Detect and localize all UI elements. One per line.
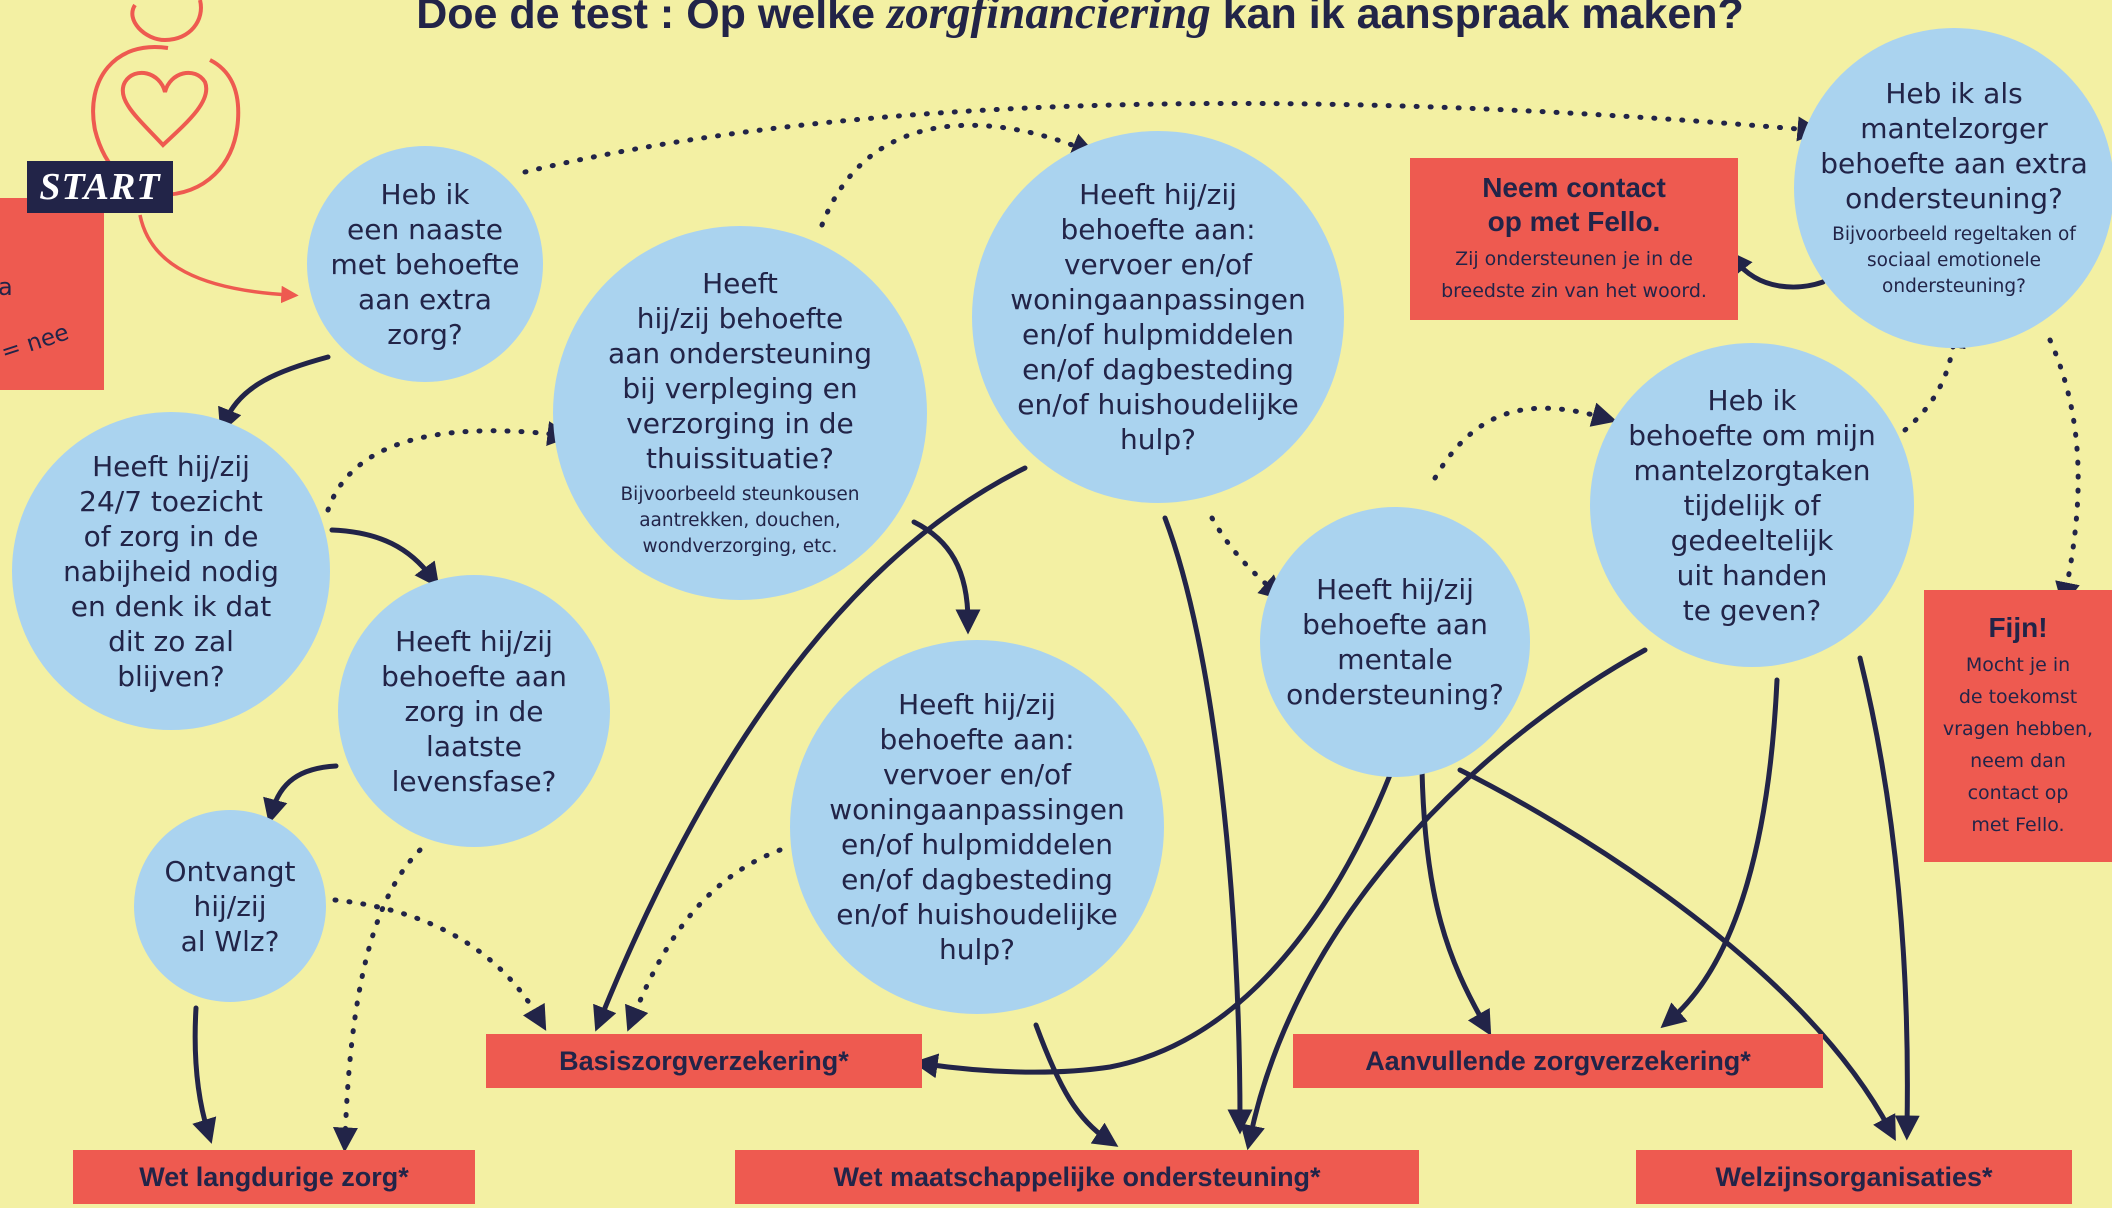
question-mentale-ondersteuning: Heeft hij/zij behoefte aan mentale onder… xyxy=(1260,507,1530,777)
question-verpleging-verzorging: Heeft hij/zij behoefte aan ondersteuning… xyxy=(553,226,927,600)
legend-dotted-label: = nee xyxy=(0,319,73,366)
contact-body: Zij ondersteunen je in de breedste zin v… xyxy=(1441,248,1707,302)
legend-box: a = nee xyxy=(0,198,104,390)
contact-title: Neem contact op met Fello. xyxy=(1482,172,1666,237)
question-text: Heeft hij/zij behoefte aan mentale onder… xyxy=(1286,573,1504,711)
question-vervoer-woning-bottom: Heeft hij/zij behoefte aan: vervoer en/o… xyxy=(790,640,1164,1014)
logo-icon xyxy=(91,0,299,304)
question-vervoer-woning-top: Heeft hij/zij behoefte aan: vervoer en/o… xyxy=(972,131,1344,503)
fijn-box: Fijn! Mocht je in de toekomst vragen heb… xyxy=(1924,590,2112,862)
question-text: Heeft hij/zij behoefte aan: vervoer en/o… xyxy=(829,688,1125,966)
question-laatste-levensfase: Heeft hij/zij behoefte aan zorg in de la… xyxy=(338,575,610,847)
question-text: Heb ik een naaste met behoefte aan extra… xyxy=(330,177,520,351)
question-example: Bijvoorbeeld steunkousen aantrekken, dou… xyxy=(620,484,860,557)
page-title: Doe de test : Op welke zorgfinanciering … xyxy=(416,0,1744,39)
outcome-welzijnsorganisaties: Welzijnsorganisaties* xyxy=(1636,1150,2072,1204)
question-text: Ontvangt hij/zij al Wlz? xyxy=(164,854,296,958)
question-mantelzorger-extra: Heb ik als mantelzorger behoefte aan ext… xyxy=(1794,28,2112,348)
legend-solid-label: a xyxy=(0,273,13,301)
question-text: Heeft hij/zij behoefte aan: vervoer en/o… xyxy=(1010,178,1306,456)
fijn-body: Mocht je in de toekomst vragen hebben, n… xyxy=(1942,654,2094,836)
question-naaste-extra-zorg: Heb ik een naaste met behoefte aan extra… xyxy=(307,146,543,382)
question-example: Bijvoorbeeld regeltaken of sociaal emoti… xyxy=(1832,224,2076,297)
outcome-wet-langdurige-zorg: Wet langdurige zorg* xyxy=(73,1150,475,1204)
contact-fello-box: Neem contact op met Fello. Zij ondersteu… xyxy=(1410,158,1738,320)
outcome-basiszorgverzekering: Basiszorgverzekering* xyxy=(486,1034,922,1088)
outcome-wmo: Wet maatschappelijke ondersteuning* xyxy=(735,1150,1419,1204)
question-ontvangt-wlz: Ontvangt hij/zij al Wlz? xyxy=(134,810,326,1002)
question-mantelzorgtaken: Heb ik behoefte om mijn mantelzorgtaken … xyxy=(1590,343,1914,667)
question-text: Heeft hij/zij 24/7 toezicht of zorg in d… xyxy=(63,449,279,693)
fijn-title: Fijn! xyxy=(1988,612,2048,643)
outcome-aanvullende-zorgverzekering: Aanvullende zorgverzekering* xyxy=(1293,1034,1823,1088)
question-247-toezicht: Heeft hij/zij 24/7 toezicht of zorg in d… xyxy=(12,412,330,730)
question-text: Heeft hij/zij behoefte aan ondersteuning… xyxy=(608,267,872,475)
question-text: Heeft hij/zij behoefte aan zorg in de la… xyxy=(381,624,567,798)
question-text: Heb ik behoefte om mijn mantelzorgtaken … xyxy=(1628,383,1876,627)
start-label: START xyxy=(27,161,173,213)
question-text: Heb ik als mantelzorger behoefte aan ext… xyxy=(1820,77,2088,215)
